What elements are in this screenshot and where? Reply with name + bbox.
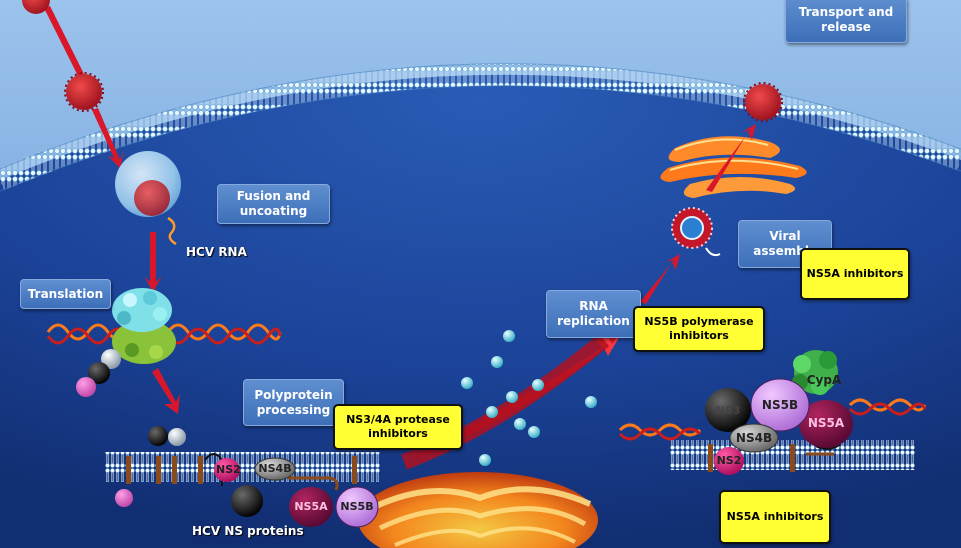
stage-translation: Translation <box>20 279 111 309</box>
er-membrane-left <box>105 426 380 517</box>
ribosome-translation <box>46 288 282 397</box>
protein-cypa-right: CypA <box>806 373 842 387</box>
virion-release <box>743 82 783 122</box>
cypa-protein-shape <box>792 350 838 395</box>
protein-ns5b-right: NS5B <box>761 398 799 412</box>
drug-ns34a-protease-inhibitors: NS3/4A protease inhibitors <box>333 404 463 450</box>
drug-ns5a-inhibitors-bottom: NS5A inhibitors <box>719 490 831 544</box>
protein-shapes-left <box>214 457 379 528</box>
protein-ns2-left: NS2 <box>216 463 241 476</box>
golgi-apparatus <box>660 136 807 198</box>
plasma-membrane <box>0 63 961 191</box>
label-hcv-ns-proteins: HCV NS proteins <box>192 524 304 538</box>
stage-polyprotein-processing: Polyprotein processing <box>243 379 344 426</box>
drug-ns5a-inhibitors-top: NS5A inhibitors <box>800 248 910 300</box>
protein-ns5a-left: NS5A <box>294 500 328 513</box>
virion-entering <box>22 0 50 14</box>
protein-ns3-right: NS3 <box>715 404 741 417</box>
label-hcv-rna: HCV RNA <box>186 245 247 259</box>
assembled-virion <box>671 207 721 257</box>
nucleotides <box>461 330 597 466</box>
protein-shapes-right <box>705 378 853 475</box>
stage-viral-assembly: Viral assembly <box>738 220 832 268</box>
endosome-vesicle <box>115 151 181 246</box>
protein-ns4b-left: NS4B <box>258 462 292 475</box>
protein-ns4b-right: NS4B <box>735 431 773 445</box>
protein-ns5a-right: NS5A <box>807 416 845 430</box>
endoplasmic-reticulum <box>358 472 598 548</box>
protein-ns5b-left: NS5B <box>340 500 374 513</box>
stage-fusion-uncoating: Fusion and uncoating <box>217 184 330 224</box>
stage-rna-replication: RNA replication <box>546 290 641 338</box>
protein-ns2-right: NS2 <box>716 454 742 467</box>
drug-ns5b-polymerase-inhibitors: NS5B polymerase inhibitors <box>633 306 765 352</box>
er-membrane-right <box>618 350 927 472</box>
virion-at-membrane <box>64 72 104 112</box>
pathway-arrows <box>44 6 756 470</box>
stage-transport-release: Transport and release <box>785 0 907 43</box>
